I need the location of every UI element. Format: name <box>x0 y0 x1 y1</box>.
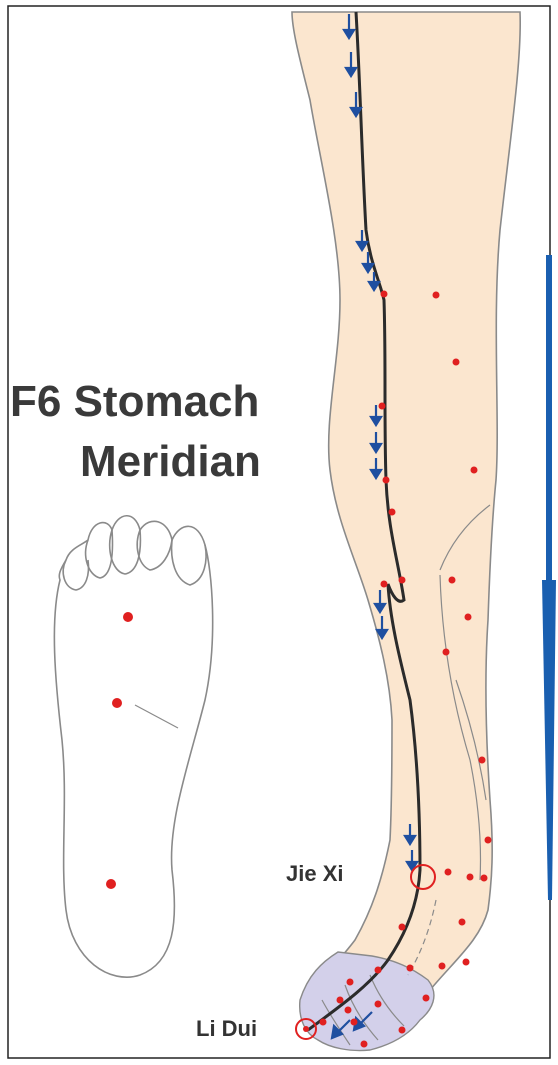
diagram-title-line2: Meridian <box>80 437 261 486</box>
acupoint <box>351 1019 358 1026</box>
acupoint <box>347 979 354 986</box>
acupoint <box>459 919 466 926</box>
side-bar-taper <box>542 580 556 900</box>
acupoint <box>439 963 446 970</box>
acupoint <box>361 1041 368 1048</box>
acupoint <box>467 874 474 881</box>
acupoint <box>453 359 460 366</box>
acupoint <box>407 965 414 972</box>
acupoint <box>399 924 406 931</box>
acupoint <box>383 477 390 484</box>
acupoint <box>320 1019 327 1026</box>
acupoint <box>465 614 472 621</box>
acupoint <box>345 1007 352 1014</box>
acupoint <box>106 879 116 889</box>
acupoint <box>375 967 382 974</box>
foot-toe-big <box>172 540 206 585</box>
diagram-title-line1: F6 Stomach <box>10 377 259 426</box>
foot-acupoints <box>106 612 133 889</box>
acupoint <box>375 1001 382 1008</box>
acupoint <box>123 612 133 622</box>
acupoint <box>399 1027 406 1034</box>
jie-xi-label: Jie Xi <box>286 861 343 886</box>
acupoint <box>381 581 388 588</box>
acupoint <box>479 757 486 764</box>
acupoint <box>449 577 456 584</box>
li-dui-label: Li Dui <box>196 1016 257 1041</box>
acupoint <box>443 649 450 656</box>
foot-toe-4 <box>86 530 113 578</box>
li-dui-point <box>303 1026 309 1032</box>
side-bar-top <box>546 255 552 585</box>
foot-sole-illustration <box>54 516 212 977</box>
acupoint <box>379 403 386 410</box>
foot-toe-5 <box>63 560 88 590</box>
acupoint <box>381 291 388 298</box>
acupoint <box>399 577 406 584</box>
acupoint <box>481 875 488 882</box>
acupoint <box>485 837 492 844</box>
leg-illustration <box>292 12 520 1051</box>
acupoint <box>445 869 452 876</box>
acupoint <box>463 959 470 966</box>
foot-toe-3 <box>110 530 141 574</box>
acupoint <box>389 509 396 516</box>
foot-crease <box>135 705 178 728</box>
acupoint <box>433 292 440 299</box>
foot-toe-2 <box>137 530 172 570</box>
acupoint <box>423 995 430 1002</box>
acupoint <box>337 997 344 1004</box>
acupoint <box>471 467 478 474</box>
acupoint <box>112 698 122 708</box>
